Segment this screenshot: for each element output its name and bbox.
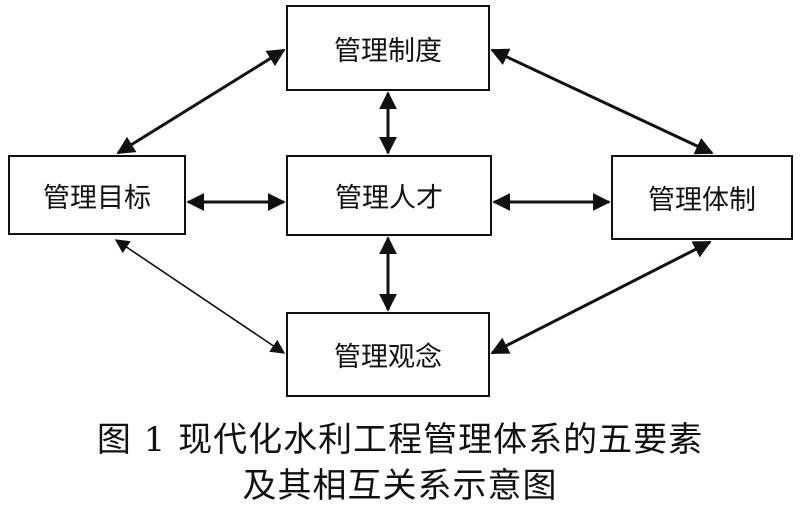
- node-management-mechanism-label: 管理体制: [648, 185, 756, 216]
- node-management-goal: 管理目标: [8, 155, 186, 235]
- arrow-mechanism-concept: [490, 240, 712, 355]
- node-management-system: 管理制度: [286, 5, 490, 91]
- figure-caption-line-2: 及其相互关系示意图: [242, 466, 558, 506]
- node-management-system-label: 管理制度: [334, 35, 442, 67]
- node-management-talent: 管理人才: [286, 155, 492, 236]
- arrow-goal-system: [116, 48, 286, 155]
- node-management-concept: 管理观念: [286, 312, 490, 397]
- node-management-goal-label: 管理目标: [43, 182, 151, 214]
- figure-caption-line-1: 图 1 现代化水利工程管理体系的五要素: [96, 420, 704, 460]
- node-management-mechanism: 管理体制: [611, 155, 793, 240]
- node-management-talent-label: 管理人才: [335, 183, 443, 214]
- arrow-goal-concept: [114, 239, 286, 354]
- arrow-system-mechanism: [490, 48, 714, 155]
- node-management-concept-label: 管理观念: [334, 342, 442, 373]
